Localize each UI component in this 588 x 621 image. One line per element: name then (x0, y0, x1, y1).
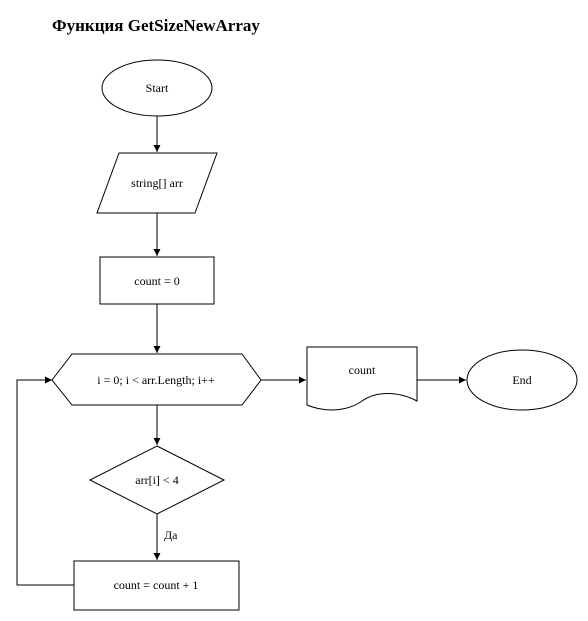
init-process (99, 256, 215, 305)
output-document (306, 346, 418, 411)
flow-edges (16, 116, 466, 586)
loop-hexagon (51, 353, 262, 406)
diagram-title: Функция GetSizeNewArray (52, 16, 260, 35)
start-terminator (101, 59, 213, 117)
end-label: End (512, 373, 531, 387)
output-label: count (349, 363, 376, 377)
loop-label: i = 0; i < arr.Length; i++ (97, 373, 215, 387)
yes-branch-label: Да (164, 528, 178, 542)
increment-process (73, 560, 240, 611)
condition-label: arr[i] < 4 (135, 473, 178, 487)
start-label: Start (146, 81, 169, 95)
condition-diamond (88, 445, 226, 515)
edge-increment-loopback (16, 376, 74, 586)
input-parallelogram (96, 152, 218, 214)
increment-label: count = count + 1 (114, 578, 199, 592)
end-terminator (466, 349, 578, 411)
init-label: count = 0 (134, 274, 179, 288)
input-label: string[] arr (131, 176, 183, 190)
